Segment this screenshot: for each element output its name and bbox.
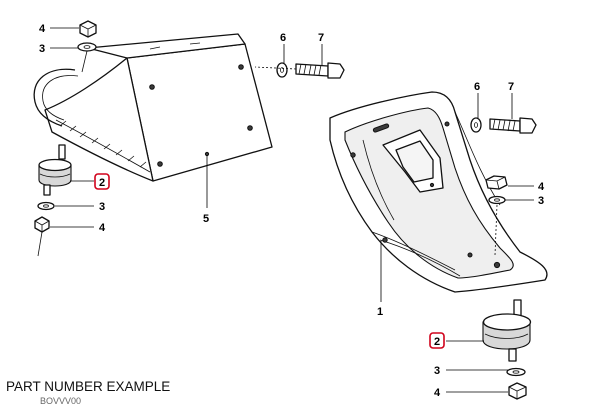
rubber-mount-part-2-right [482,299,532,362]
bolt-part-7-right [489,117,537,134]
washer-part-6-right [470,117,482,133]
callout-3-right-lower: 3 [434,365,440,377]
callout-3-left-lower: 3 [99,201,105,213]
callout-4-right-lower: 4 [434,387,441,399]
rubber-mount-part-2-left [38,144,72,196]
washer-part-3-right-upper [488,195,506,256]
callout-5-bracket: 5 [203,213,209,225]
nut-part-4-right-lower [508,382,527,400]
callout-6-right: 6 [474,81,480,93]
washer-part-3-right-lower [506,367,526,377]
bolt-part-7-left [254,62,345,79]
washer-part-3-left-lower [37,201,55,211]
nut-part-4-top-left [79,20,97,38]
part-number-code: BOVVV00 [40,396,82,406]
callout-4-left-lower: 4 [99,222,106,234]
washer-part-6-left [276,62,288,78]
nut-part-4-right-upper [485,175,508,190]
highlight-box-right [429,332,445,349]
washer-part-3-top-left [77,42,97,73]
callout-3-top-left: 3 [39,43,45,55]
callout-7-right: 7 [508,81,514,93]
nut-part-4-left-lower [34,216,50,257]
callout-1-plate: 1 [377,306,383,318]
part-number-caption: PART NUMBER EXAMPLE [6,379,171,394]
callout-2-left-highlighted: 2 [99,177,105,189]
mounting-plate-part-1 [329,91,548,293]
leader-lines [50,27,534,393]
callout-3-right-upper: 3 [538,195,544,207]
highlight-box-left [94,173,110,190]
callout-4-top-left: 4 [39,23,46,35]
callout-2-right-highlighted: 2 [434,336,440,348]
callout-labels: 4 3 6 7 2 3 4 5 6 7 4 3 1 2 3 4 [39,23,545,399]
callout-4-right-upper: 4 [538,181,545,193]
callout-7-left: 7 [318,32,324,44]
callout-6-left: 6 [280,32,286,44]
bracket-part-5 [33,33,273,182]
